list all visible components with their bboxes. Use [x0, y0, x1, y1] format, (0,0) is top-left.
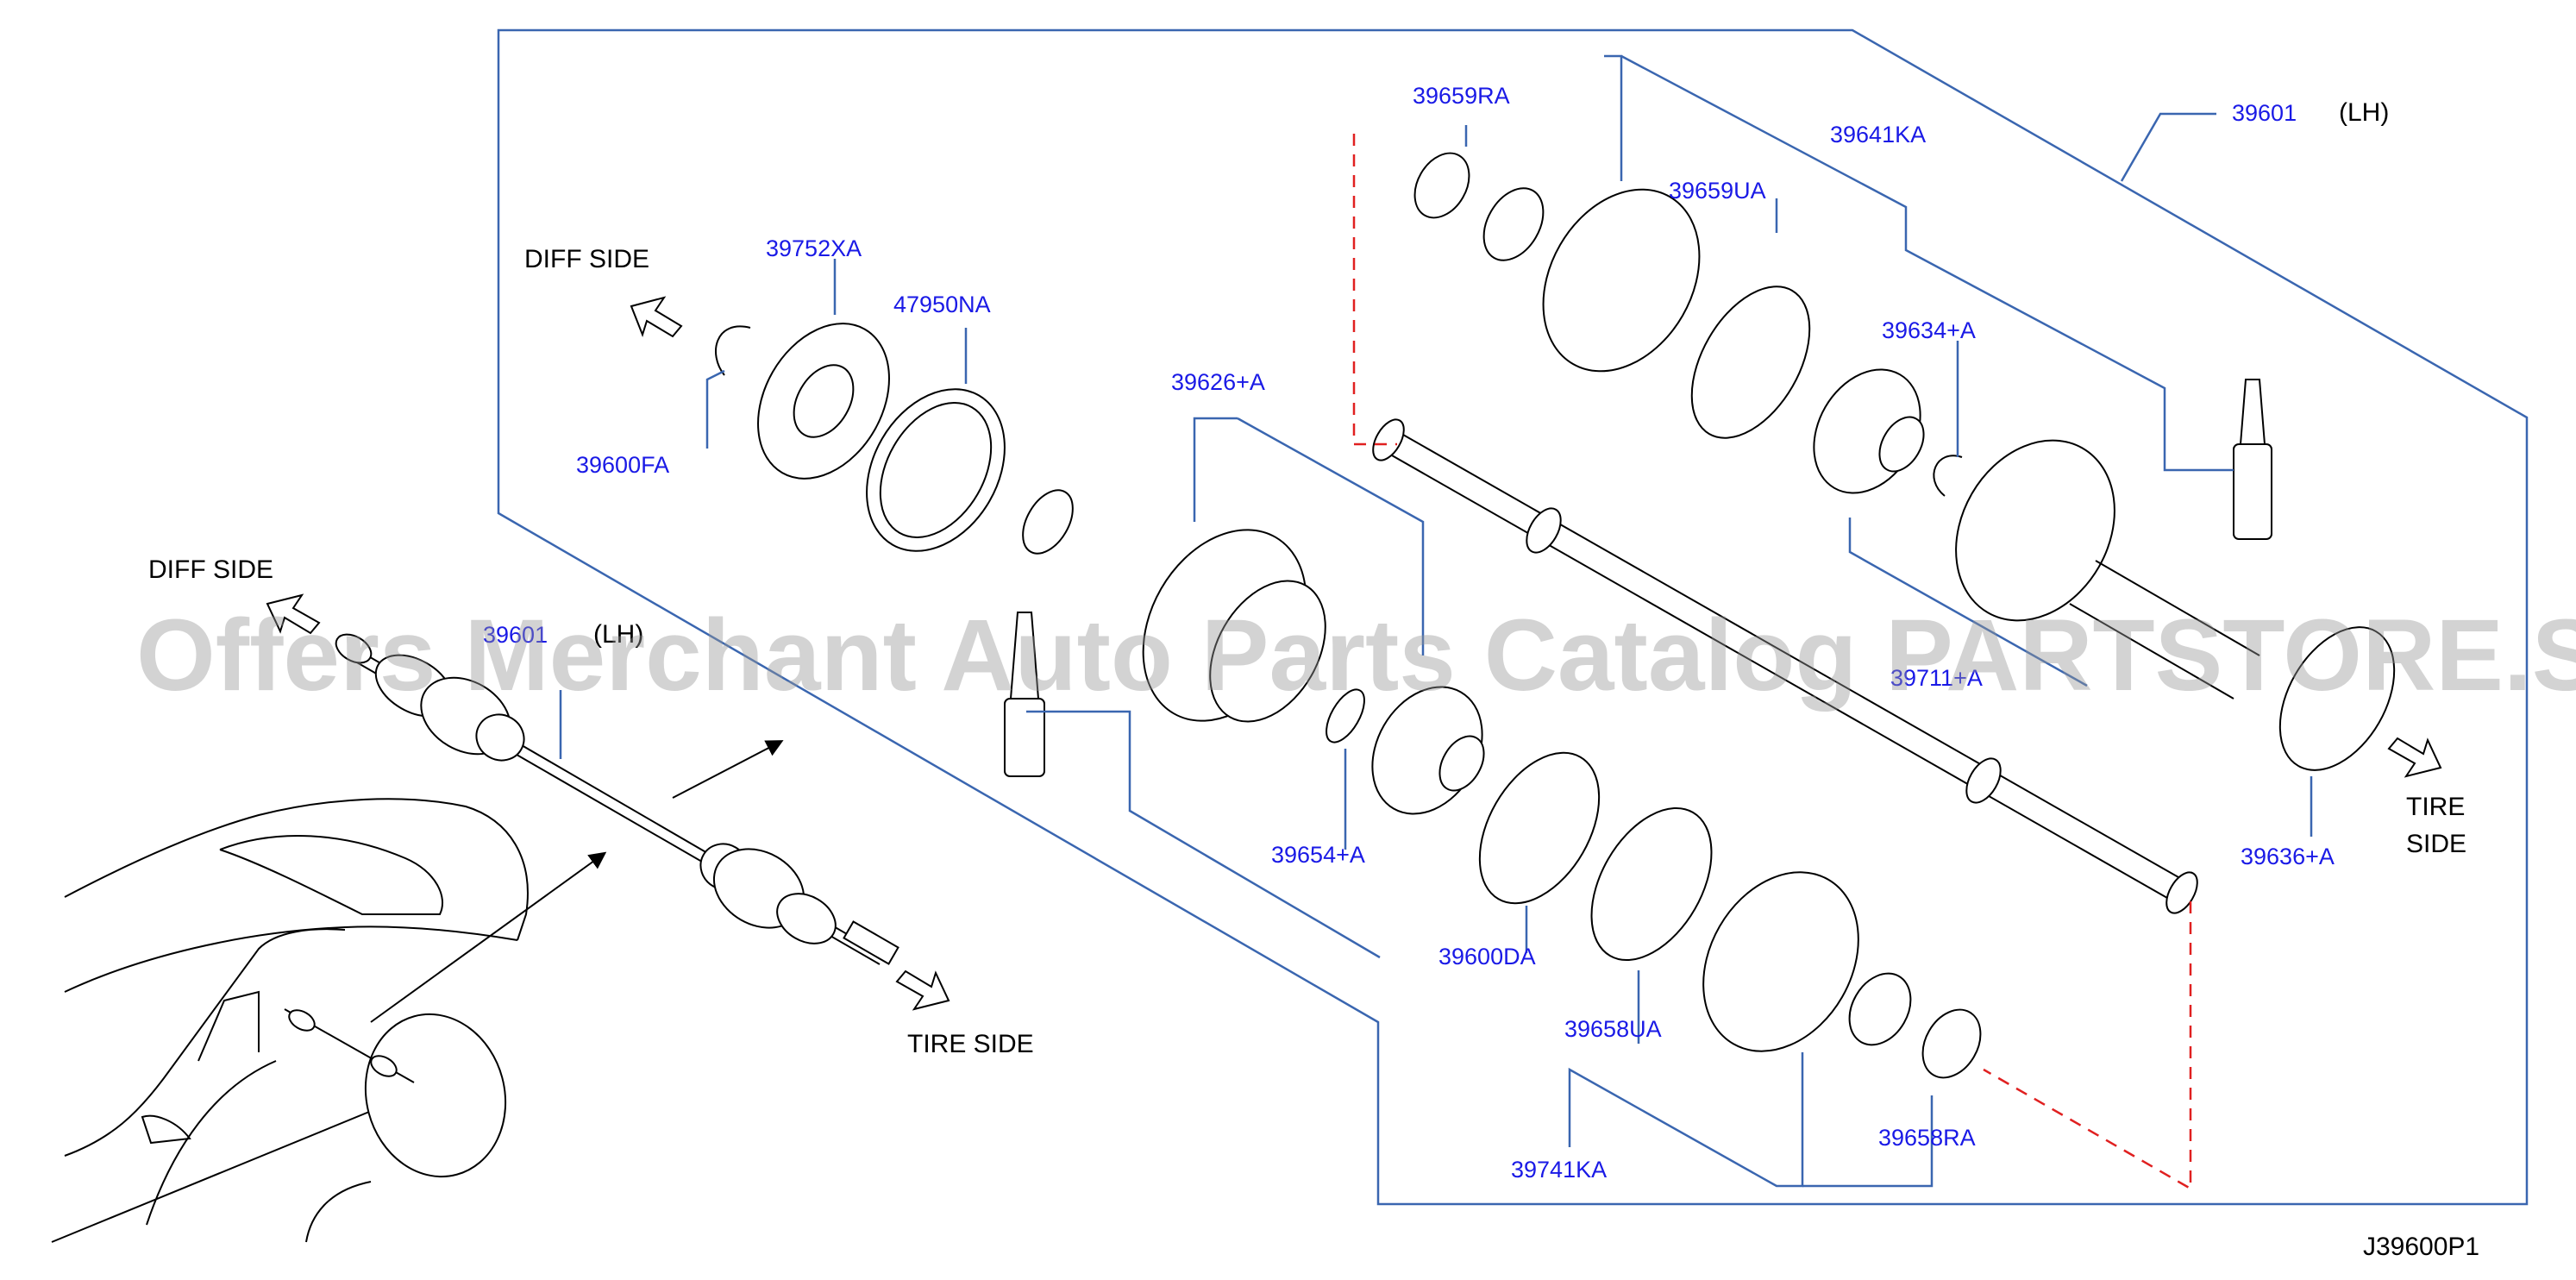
outer-joint	[1955, 439, 2260, 700]
snap-ring-39654A	[1326, 688, 1365, 744]
lh-label-top: (LH)	[2339, 98, 2389, 127]
part-number-39626A[interactable]: 39626+A	[1171, 369, 1265, 395]
part-number-39600FA[interactable]: 39600FA	[576, 452, 669, 478]
boot-39641KA	[1482, 187, 1701, 373]
boot-39741KA	[1702, 871, 1912, 1052]
part-number-39654A[interactable]: 39654+A	[1271, 842, 1365, 868]
inner-race-39634A	[1813, 368, 1925, 494]
part-number-39752XA[interactable]: 39752XA	[766, 235, 862, 261]
inner-race	[1371, 686, 1485, 815]
part-number-39601[interactable]: 39601	[2232, 100, 2297, 126]
watermark: Offers Merchant Auto Parts Catalog PARTS…	[136, 599, 2576, 712]
part-number-39658RA[interactable]: 39658RA	[1878, 1125, 1976, 1151]
dashed-assembly-line-2	[1983, 901, 2192, 1191]
part-number-39600DA[interactable]: 39600DA	[1438, 944, 1536, 969]
tire-side-arrow-right	[2387, 737, 2442, 778]
inner-joint-housing-39626A	[1004, 489, 1326, 777]
part-number-39711A[interactable]: 39711+A	[1890, 665, 1983, 691]
shaft-39711A	[1372, 418, 2198, 914]
vehicle-overview	[51, 740, 784, 1243]
part-number-39641KA[interactable]: 39641KA	[1830, 122, 1926, 147]
dashed-assembly-line	[1352, 134, 1397, 446]
tire-side-label-bottom: TIRE SIDE	[907, 1030, 1034, 1058]
circlip-upper	[1933, 455, 1963, 497]
abs-ring-47950NA	[866, 388, 1006, 552]
circlip-39600DA	[1478, 751, 1601, 905]
part-number-39741KA[interactable]: 39741KA	[1511, 1157, 1607, 1183]
tire-side-arrow-bottom	[895, 969, 950, 1011]
dust-seal-39752XA	[757, 323, 890, 480]
part-number-39636A[interactable]: 39636+A	[2241, 844, 2335, 869]
boot-band-39658RA	[1921, 1008, 1982, 1079]
boot-band-39658UA	[1590, 806, 1713, 962]
diff-side-arrow-left	[266, 593, 321, 635]
lh-label-small: (LH)	[593, 620, 643, 649]
part-number-39659UA[interactable]: 39659UA	[1669, 178, 1766, 204]
ring-39636A	[2278, 626, 2396, 771]
diff-side-arrow-top	[630, 296, 683, 338]
grease-tube	[2233, 379, 2272, 540]
assembled-driveshaft	[335, 633, 899, 965]
diff-side-label-top: DIFF SIDE	[524, 245, 649, 273]
boot-band-39659UA	[1690, 285, 1811, 439]
main-frame	[497, 28, 2529, 1206]
tire-side-label-right-1: TIRE	[2406, 793, 2465, 821]
tire-side-label-right-2: SIDE	[2406, 830, 2466, 858]
part-number-39634A[interactable]: 39634+A	[1882, 317, 1976, 343]
boot-band-39659RA	[1413, 152, 1470, 219]
snap-ring-39600FA	[715, 325, 751, 376]
part-number-39659RA[interactable]: 39659RA	[1413, 83, 1510, 109]
part-number-47950NA[interactable]: 47950NA	[893, 292, 991, 317]
part-number-39601-small[interactable]: 39601	[483, 622, 548, 648]
diagram-code: J39600P1	[2363, 1233, 2479, 1261]
leader-lines	[705, 54, 2313, 1188]
diff-side-label-left: DIFF SIDE	[148, 555, 273, 584]
part-number-39658UA[interactable]: 39658UA	[1564, 1016, 1662, 1042]
